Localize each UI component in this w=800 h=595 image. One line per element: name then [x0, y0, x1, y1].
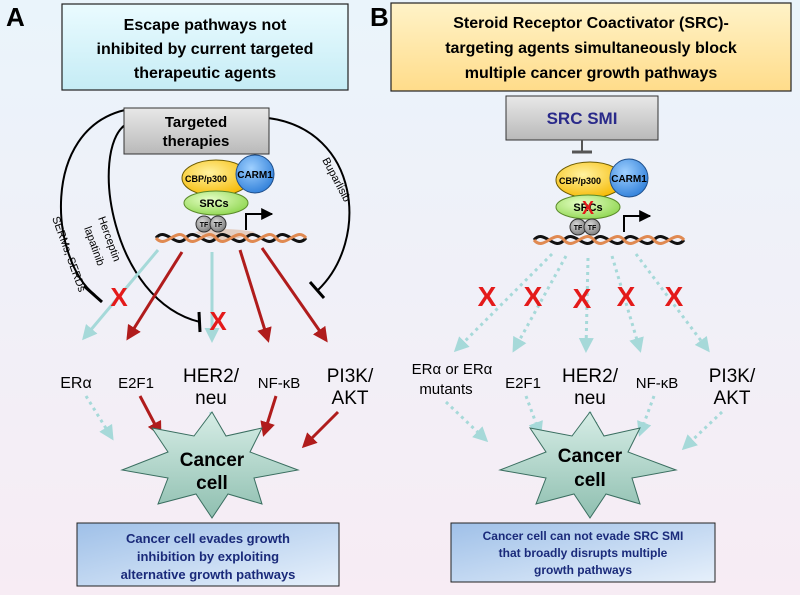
panel-b-label-er-line-1: ERα or ERα [412, 361, 493, 378]
panel-a-serms-inhibition-curve [59, 109, 126, 296]
panel-b-cancer-cell-line-1: Cancer [558, 446, 623, 467]
panel-a-targeted-therapies-box [123, 107, 270, 155]
panel-a-header-line-1: Escape pathways not [124, 17, 287, 34]
panel-a-targeted-therapies-line-2: therapies [163, 133, 230, 150]
panel-b-carm1-label: CARM1 [611, 174, 647, 185]
panel-b-arrow-to-her2 [578, 257, 594, 353]
panel-b-footer-line-3: growth pathways [534, 563, 632, 577]
panel-b-x-mark-pi3k: X [665, 281, 684, 312]
panel-b-x-mark-e2f1: X [524, 281, 543, 312]
panel-b-label-pi3k-line-1: PI3K/ [709, 366, 756, 387]
panel-a-label-pi3k-line-1: PI3K/ [327, 366, 374, 387]
panel-a-cancer-cell-line-2: cell [196, 473, 228, 494]
panel-b-footer-box [450, 522, 716, 583]
panel-b-footer-line-1: Cancer cell can not evade SRC SMI [483, 529, 684, 543]
panel-a-cancer-cell-line-1: Cancer [180, 450, 245, 471]
panel-b-label-her2-line-1: HER2/ [562, 366, 619, 387]
panel-b-arrow-to-er [453, 252, 554, 353]
panel-b-header-line-3: multiple cancer growth pathways [465, 65, 718, 82]
panel-b-carm1-protein [609, 158, 649, 198]
panel-b-nfkb-to-cancer-arrow [637, 395, 656, 437]
panel-b-transcription-start-arrow [623, 210, 652, 232]
panel-a-footer-line-1: Cancer cell evades growth [126, 531, 290, 546]
panel-a-label-pi3k-line-2: AKT [332, 388, 369, 409]
panel-b-pi3k-to-cancer-arrow [681, 410, 724, 451]
panel-b-srcs-protein [555, 194, 621, 220]
panel-b-srcs-label: SRCs [573, 202, 602, 214]
panel-a-label-e2f1: E2F1 [118, 375, 154, 392]
panel-b-src-smi-box [505, 95, 659, 141]
panel-b-label-nfkb: NF-κB [636, 375, 679, 392]
panel-b-dna-helix [532, 235, 686, 245]
panel-b-cancer-cell-star [498, 411, 678, 519]
panel-b-tf-2 [583, 218, 601, 236]
panel-a-footer-line-3: alternative growth pathways [121, 567, 296, 582]
panel-a-tf-1-label: TF [200, 222, 209, 229]
panel-b-arrow-to-nfkb [610, 255, 644, 353]
panel-a-header-box [61, 3, 349, 91]
panel-a-cbp-p300-label: CBP/p300 [185, 174, 227, 184]
panel-a-arrow-to-e2f1 [126, 251, 184, 341]
panel-a-serms-blunt-end [83, 284, 103, 304]
panel-a-label-her2-line-2: neu [195, 388, 227, 409]
panel-a-buparlisib-inhibition-curve [267, 117, 351, 291]
panel-a-nfkb-to-cancer-arrow [260, 395, 278, 437]
panel-a-buparlisib-label: Buparlisib [319, 156, 352, 204]
panel-a-tf-2 [209, 215, 227, 233]
panel-b-srcs-x-mark: X [582, 198, 594, 218]
panel-a-footer-line-2: inhibition by exploiting [137, 549, 279, 564]
panel-a-arrow-to-nfkb [238, 249, 272, 343]
panel-b-er-to-cancer-arrow [444, 400, 489, 443]
panel-a-herceptin-inhibition-curve [107, 124, 201, 323]
panel-a-label-her2-line-1: HER2/ [183, 366, 240, 387]
panel-b-x-mark-er: X [478, 281, 497, 312]
panel-b-footer-line-2: that broadly disrupts multiple [499, 546, 668, 560]
panel-a-letter: A [6, 2, 25, 32]
panel-b-label-pi3k-line-2: AKT [714, 388, 751, 409]
panel-a-carm1-protein [235, 154, 275, 194]
panel-a-label-er: ERα [60, 375, 91, 392]
panel-a-e2f1-to-cancer-arrow [138, 395, 162, 437]
panel-a-transcription-start-arrow [245, 208, 274, 230]
panel-a-cancer-cell-star [120, 411, 300, 519]
panel-a-x-mark-er: X [110, 282, 128, 312]
panel-b-tf-1-label: TF [574, 225, 583, 232]
panel-b-header-line-2: targeting agents simultaneously block [445, 40, 737, 57]
panel-b-label-e2f1: E2F1 [505, 375, 541, 392]
panel-b-header-box [390, 2, 792, 92]
panel-b-cbp-p300-label: CBP/p300 [559, 176, 601, 186]
panel-a-footer-box [76, 522, 340, 587]
panel-a-dna-helix [154, 233, 308, 243]
panel-a-label-nfkb: NF-κB [258, 375, 301, 392]
panel-b-letter: B [370, 2, 389, 32]
panel-b-x-mark-nfkb: X [617, 281, 636, 312]
panel-a-arrow-to-pi3k [260, 247, 328, 343]
panel-b-tf-2-label: TF [588, 225, 597, 232]
panel-a-tf-2-label: TF [214, 222, 223, 229]
panel-a-carm1-label: CARM1 [237, 170, 273, 181]
panel-b-label-her2-line-2: neu [574, 388, 606, 409]
panel-b-x-mark-her2: X [573, 283, 592, 314]
panel-a-buparlisib-blunt-end [308, 281, 326, 299]
panel-a-x-mark-her2: X [209, 306, 227, 336]
panel-a-er-to-cancer-arrow [84, 395, 114, 441]
panel-a-targeted-therapies-line-1: Targeted [165, 114, 227, 131]
panel-a-serms-label: SERMs, SERDs [49, 215, 88, 294]
panel-a-arrow-to-er [82, 249, 160, 341]
panel-b-src-smi-label: SRC SMI [547, 109, 618, 128]
panel-a-herceptin-blunt-end [197, 311, 202, 333]
panel-a-header-line-2: inhibited by current targeted [97, 41, 314, 58]
panel-a-srcs-protein [183, 190, 249, 216]
panel-b-cancer-cell-line-2: cell [574, 470, 606, 491]
panel-a-srcs-label: SRCs [199, 198, 228, 210]
panel-a-pi3k-to-cancer-arrow [301, 410, 340, 449]
panel-b-arrow-to-pi3k [634, 253, 710, 353]
panel-a-header-line-3: therapeutic agents [134, 65, 276, 82]
panel-b-header-line-1: Steroid Receptor Coactivator (SRC)- [453, 15, 729, 32]
panel-b-label-er-line-2: mutants [419, 381, 472, 398]
